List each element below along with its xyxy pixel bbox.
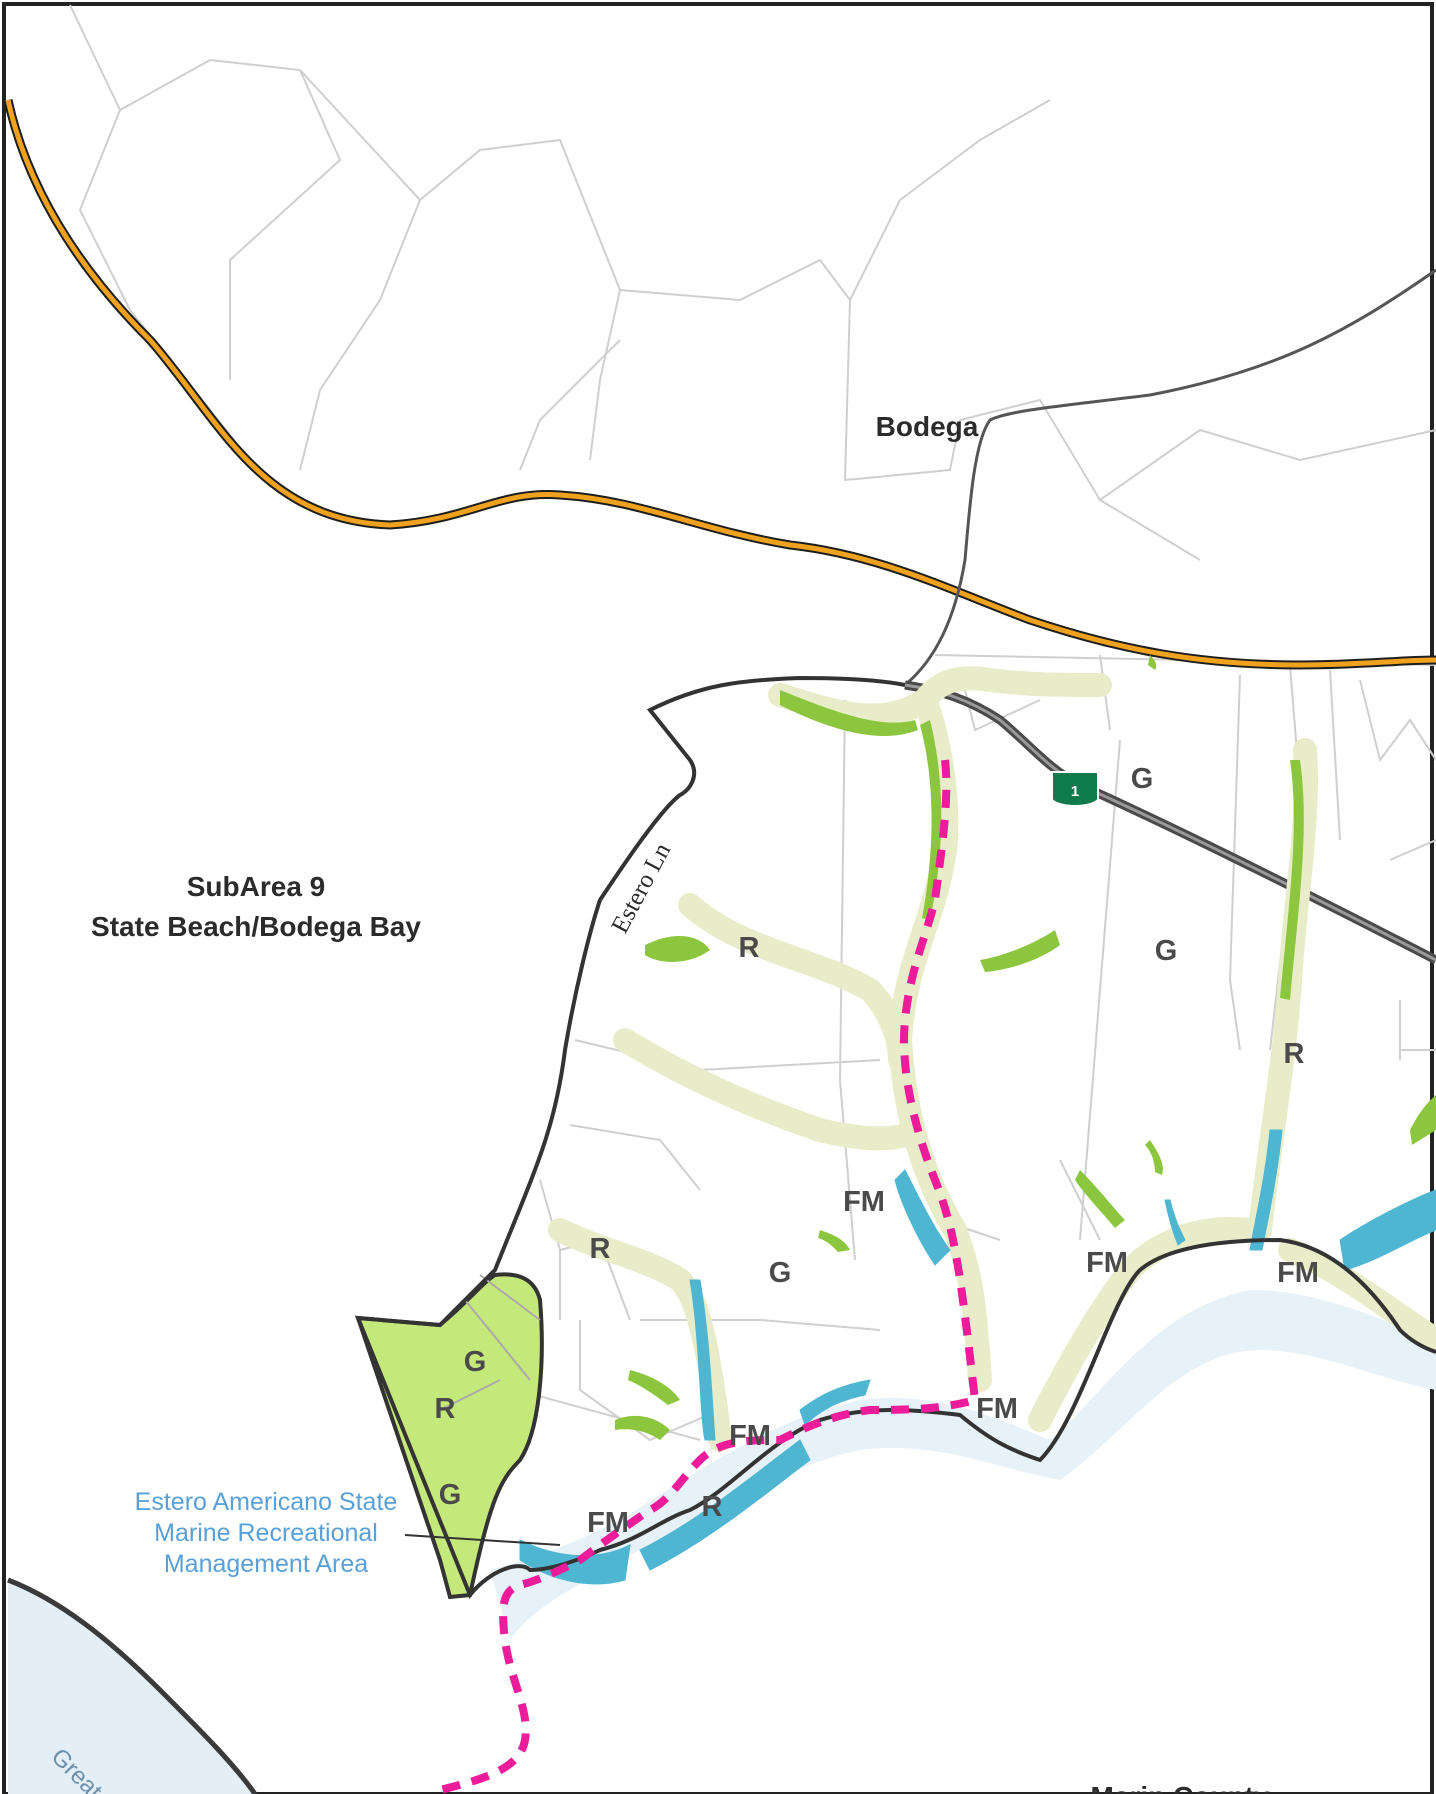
ocean-water xyxy=(8,1580,255,1794)
reserve-label-line1: Estero Americano State xyxy=(135,1488,398,1516)
town-label-bodega: Bodega xyxy=(876,411,979,442)
zone-label-fm-5: FM xyxy=(729,1420,771,1452)
county-label-marin: Marin County xyxy=(1091,1781,1270,1794)
park-area xyxy=(355,1272,544,1600)
reserve-label-line3: Management Area xyxy=(164,1550,368,1578)
park-zone-label-g-2: G xyxy=(439,1479,462,1511)
bodega-road xyxy=(904,268,1436,687)
zone-label-fm-2: FM xyxy=(1086,1247,1128,1279)
zone-label-fm-4: FM xyxy=(976,1393,1018,1425)
wetland-features xyxy=(519,1129,1436,1585)
highway xyxy=(3,99,1436,670)
zone-label-r-4: R xyxy=(435,1393,456,1425)
zone-label-g-2: G xyxy=(1155,935,1178,967)
zone-label-fm-3: FM xyxy=(1277,1257,1319,1289)
coastline xyxy=(7,1577,258,1794)
zone-label-g-3: G xyxy=(769,1257,792,1289)
parcel-lines xyxy=(69,4,1436,1442)
zone-label-fm-6: FM xyxy=(587,1507,629,1539)
zone-label-g-1: G xyxy=(1131,763,1154,795)
reserve-leader-line xyxy=(404,1534,561,1546)
route-1-shield: 1 xyxy=(1051,771,1099,807)
estuary-water xyxy=(490,1290,1436,1640)
zone-label-r-2: R xyxy=(1284,1038,1305,1070)
zone-label-r-3: R xyxy=(590,1233,611,1265)
zone-label-fm-1: FM xyxy=(843,1186,885,1218)
study-boundary xyxy=(354,675,1436,1599)
zone-label-r-5: R xyxy=(702,1491,723,1523)
subarea-label-line1: SubArea 9 xyxy=(187,871,326,902)
subarea-label-line2: State Beach/Bodega Bay xyxy=(91,911,421,942)
trail-route xyxy=(439,759,980,1794)
reserve-label-line2: Marine Recreational xyxy=(154,1519,378,1547)
route-1-shield-number: 1 xyxy=(1071,783,1079,800)
zone-label-r-1: R xyxy=(739,932,760,964)
park-zone-label-g-1: G xyxy=(464,1346,487,1378)
riparian-vegetation xyxy=(615,655,1436,1440)
park-inner-lines xyxy=(439,1274,541,1411)
